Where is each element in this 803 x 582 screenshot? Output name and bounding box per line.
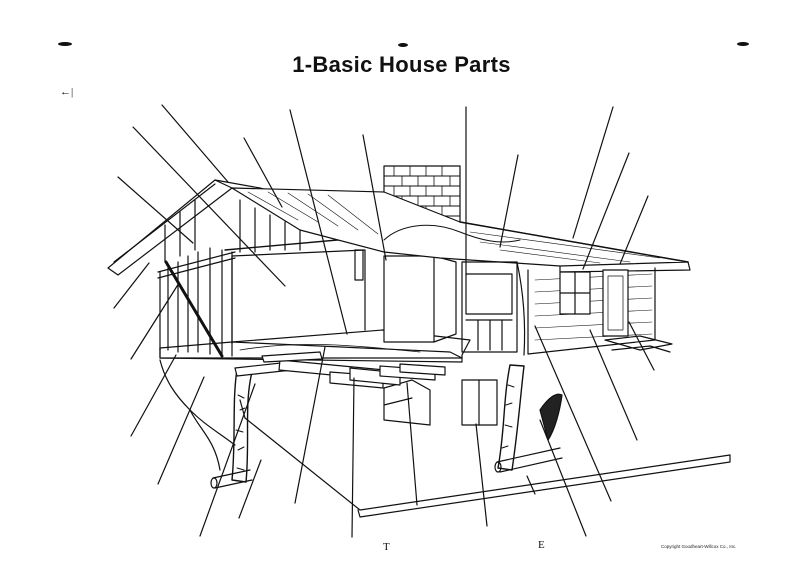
leader-lines xyxy=(113,104,655,538)
drain-tile xyxy=(210,447,563,489)
left-wall-framing xyxy=(157,247,236,358)
scan-fragment-t: T xyxy=(383,541,390,553)
excavation-shadow xyxy=(539,393,563,441)
page-title: 1-Basic House Parts xyxy=(292,52,511,77)
scan-fragment-left: ←| xyxy=(60,86,74,98)
floor-joists xyxy=(234,351,446,389)
cutaway-wall-windows xyxy=(461,261,526,356)
foundation-wall-right xyxy=(497,364,525,471)
right-wall-siding xyxy=(527,267,673,355)
foundation-wall-left xyxy=(231,369,253,483)
scan-marks xyxy=(58,42,749,47)
roof-shingles xyxy=(231,187,691,273)
basement-cabinet xyxy=(383,379,498,426)
scan-fragment-e: E xyxy=(538,539,545,551)
interior-partition xyxy=(231,249,366,345)
ground-outline xyxy=(159,359,731,518)
copyright-notice: Copyright Goodheart-Willcox Co., Inc. xyxy=(661,544,737,549)
